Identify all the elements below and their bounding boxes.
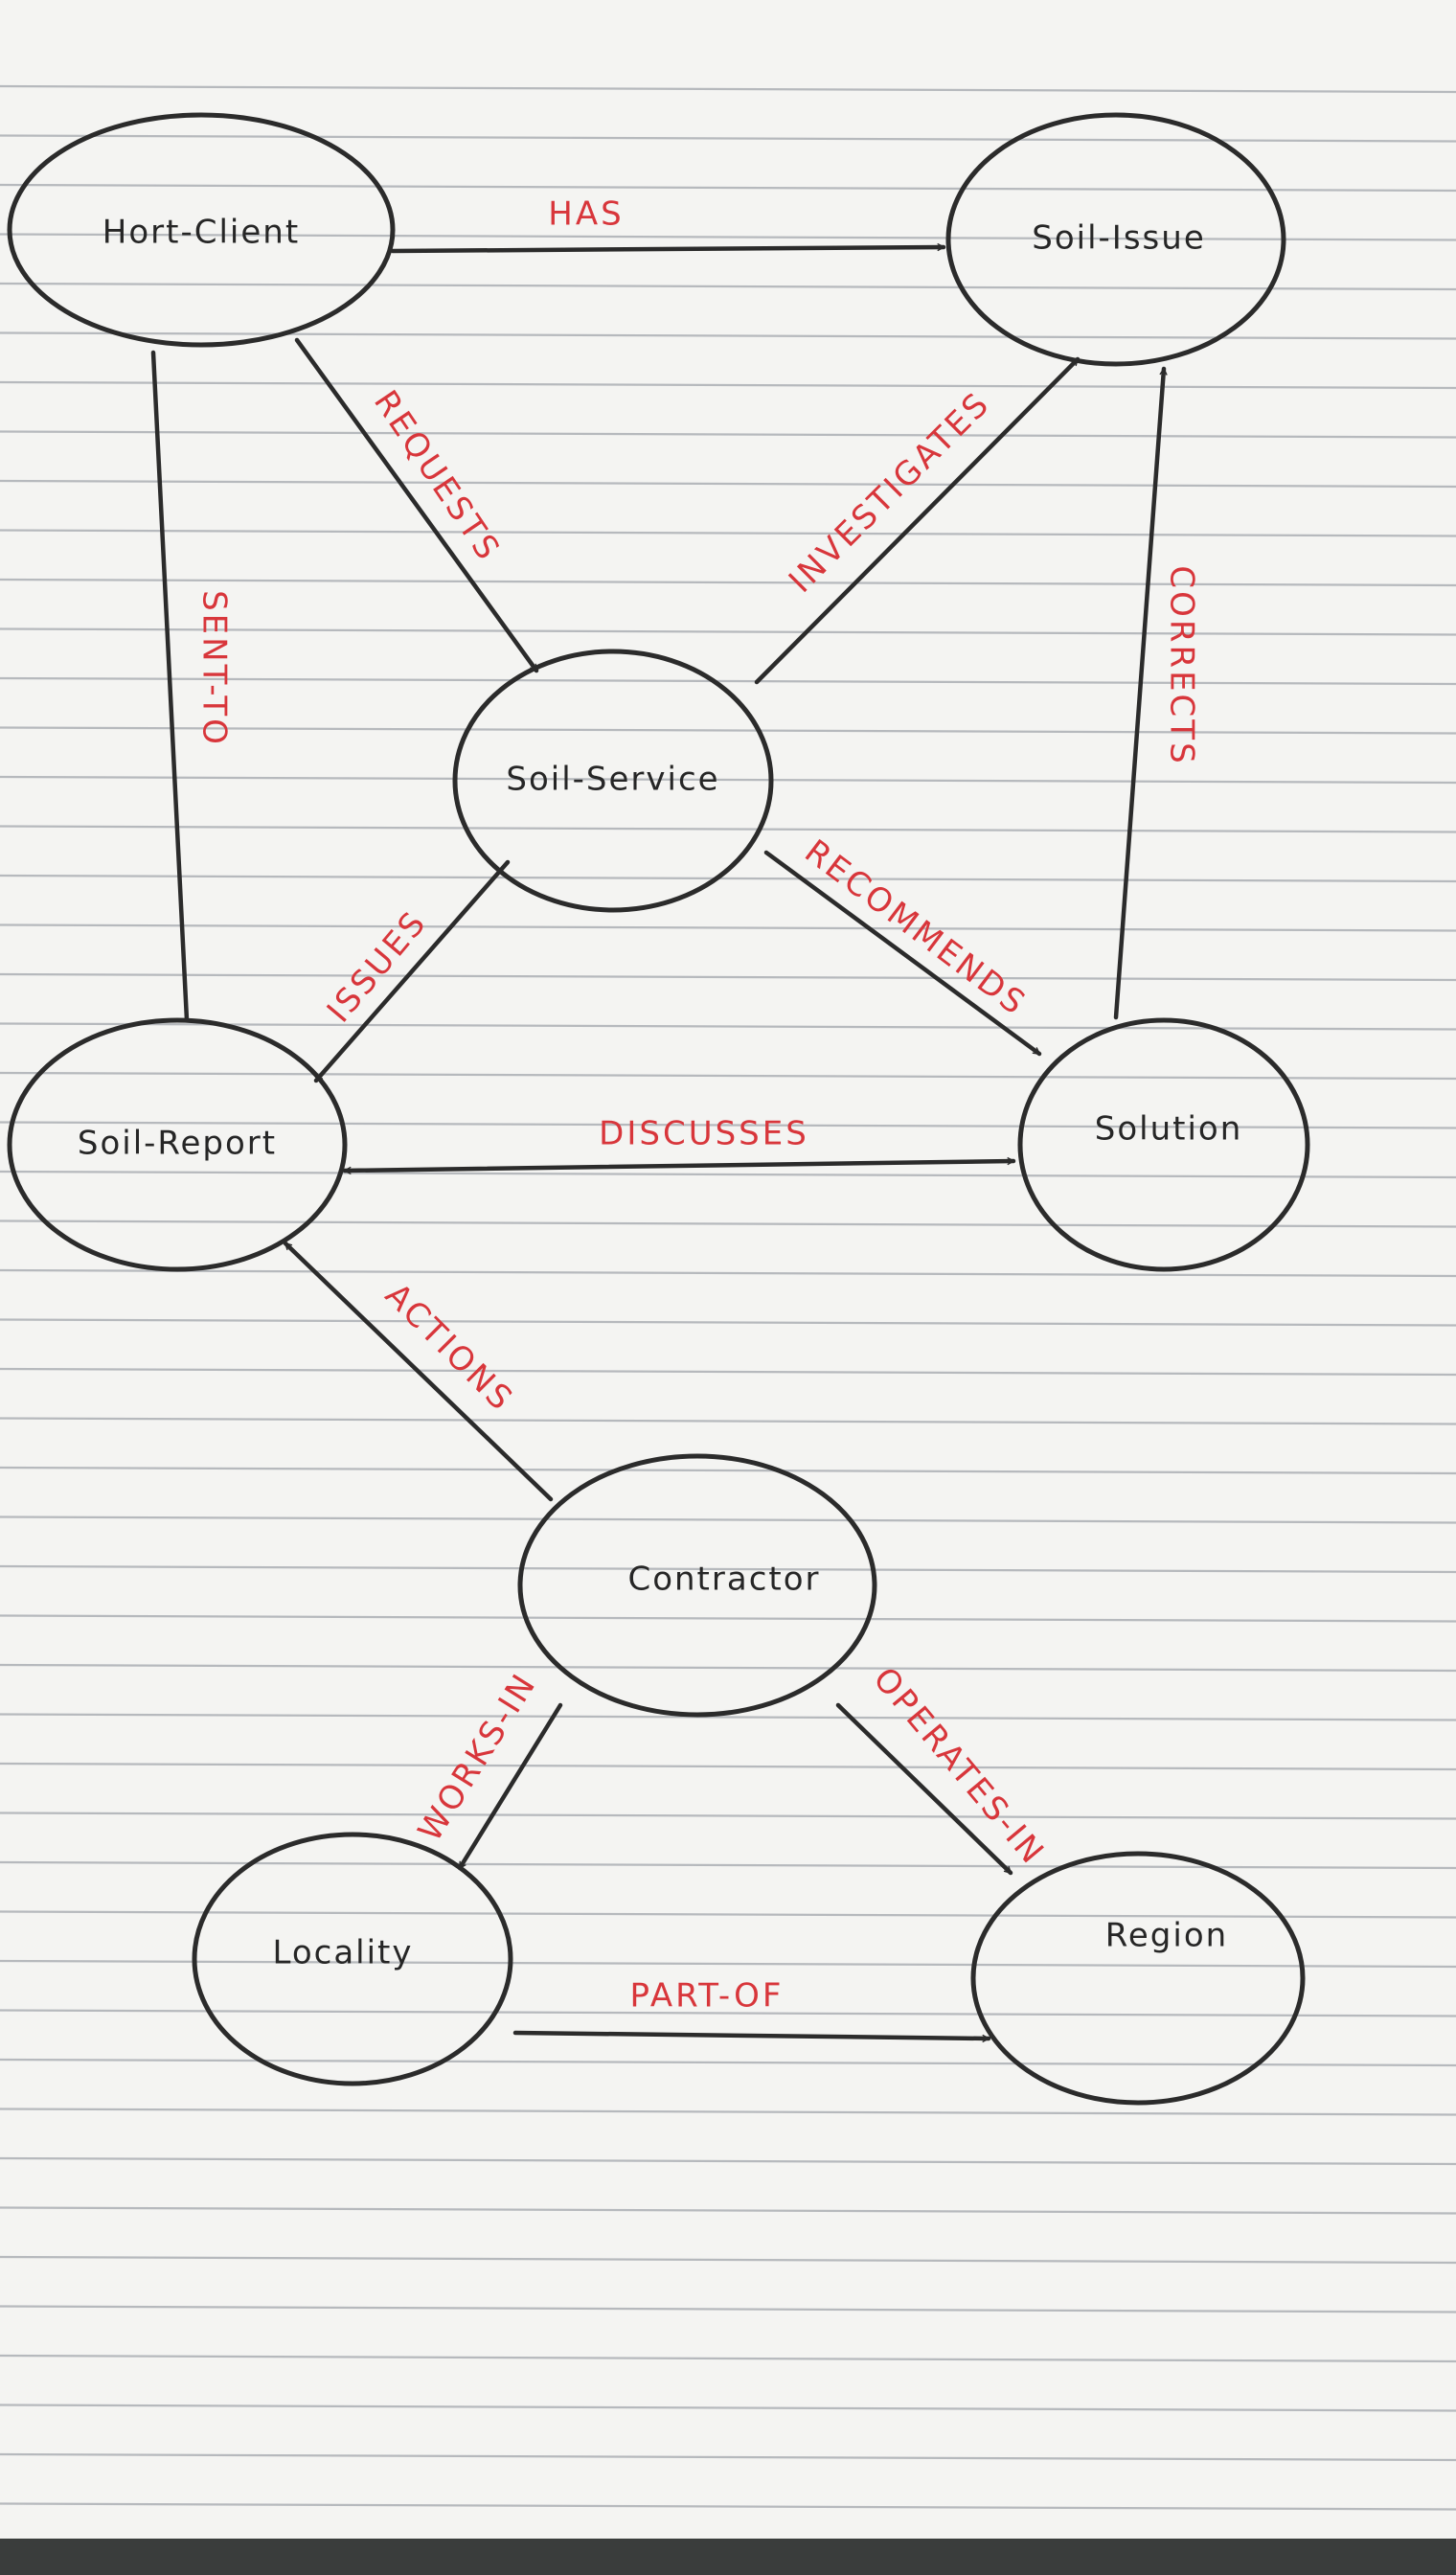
node-locality-circle bbox=[192, 1832, 513, 2086]
edge-has bbox=[390, 247, 946, 254]
rule-line bbox=[0, 479, 1456, 489]
edge-label-part-of: PART-OF bbox=[630, 1977, 785, 2016]
rule-line bbox=[0, 1515, 1456, 1524]
edge-works-in bbox=[457, 1702, 563, 1871]
rule-line bbox=[0, 1417, 1456, 1425]
node-labels: Hort-Client Soil-Issue Soil-Service Soil… bbox=[78, 214, 1243, 1972]
node-contractor-circle bbox=[517, 1453, 877, 1718]
rule-line bbox=[0, 430, 1456, 439]
rule-line bbox=[0, 1219, 1456, 1228]
node-solution: Solution bbox=[1095, 1110, 1243, 1149]
rule-line bbox=[0, 1466, 1456, 1475]
node-region: Region bbox=[1105, 1917, 1228, 1955]
edge-label-has: HAS bbox=[548, 195, 624, 234]
node-soil-report-circle bbox=[7, 1017, 348, 1272]
edge-actions bbox=[283, 1241, 554, 1502]
rule-line bbox=[0, 923, 1456, 932]
node-contractor: Contractor bbox=[627, 1561, 820, 1599]
desk-edge bbox=[0, 2539, 1456, 2575]
edge-part-of bbox=[512, 2030, 991, 2039]
edges bbox=[150, 247, 1164, 2039]
edge-investigates bbox=[754, 356, 1081, 685]
rule-line bbox=[0, 578, 1456, 587]
node-soil-report: Soil-Report bbox=[78, 1125, 277, 1163]
edge-sent-to bbox=[150, 350, 190, 1023]
rule-line bbox=[0, 627, 1456, 636]
edge-label-corrects: CORRECTS bbox=[1163, 565, 1201, 765]
node-solution-circle bbox=[1017, 1017, 1310, 1272]
rule-line bbox=[0, 1663, 1456, 1673]
ruled-lines bbox=[0, 84, 1456, 2511]
rule-line bbox=[0, 972, 1456, 982]
node-hort-client: Hort-Client bbox=[102, 214, 300, 252]
rule-line bbox=[0, 1071, 1456, 1081]
rule-line bbox=[0, 1318, 1456, 1327]
edge-issues bbox=[313, 859, 511, 1083]
node-soil-issue: Soil-Issue bbox=[1032, 219, 1205, 258]
node-soil-service: Soil-Service bbox=[506, 761, 719, 799]
rule-line bbox=[0, 1564, 1456, 1574]
edge-discusses bbox=[342, 1161, 1016, 1171]
rule-line bbox=[0, 84, 1456, 94]
rule-line bbox=[0, 529, 1456, 537]
rule-line bbox=[0, 825, 1456, 833]
rule-line bbox=[0, 1812, 1456, 1820]
rule-line bbox=[0, 2108, 1456, 2116]
rule-line bbox=[0, 2058, 1456, 2067]
nodes bbox=[7, 112, 1310, 2106]
edge-label-sent-to: SENT-TO bbox=[195, 590, 234, 747]
node-soil-issue-circle bbox=[945, 112, 1286, 367]
rule-line bbox=[0, 2156, 1456, 2166]
edge-label-discusses: DISCUSSES bbox=[599, 1115, 809, 1153]
rule-line bbox=[0, 1614, 1456, 1623]
rule-line bbox=[0, 1959, 1456, 1969]
rule-line bbox=[0, 2206, 1456, 2215]
rule-line bbox=[0, 2452, 1456, 2462]
rule-line bbox=[0, 183, 1456, 193]
rule-line bbox=[0, 1713, 1456, 1721]
rule-line bbox=[0, 1762, 1456, 1771]
node-region-circle bbox=[970, 1851, 1306, 2106]
rule-line bbox=[0, 331, 1456, 340]
edge-corrects bbox=[1113, 366, 1164, 1020]
rule-line bbox=[0, 874, 1456, 883]
rule-line bbox=[0, 1121, 1456, 1129]
node-locality: Locality bbox=[272, 1934, 413, 1972]
rule-line bbox=[0, 2354, 1456, 2363]
rule-line bbox=[0, 2009, 1456, 2017]
edge-requests bbox=[294, 337, 539, 673]
rule-line bbox=[0, 1367, 1456, 1377]
rule-line bbox=[0, 2404, 1456, 2412]
edge-recommends bbox=[763, 850, 1042, 1057]
rule-line bbox=[0, 2305, 1456, 2313]
rule-line bbox=[0, 2502, 1456, 2511]
rule-line bbox=[0, 1910, 1456, 1919]
node-hort-client-circle bbox=[7, 112, 396, 348]
rule-line bbox=[0, 2255, 1456, 2265]
rule-line bbox=[0, 233, 1456, 241]
rule-line bbox=[0, 775, 1456, 785]
edge-operates-in bbox=[835, 1702, 1013, 1876]
rule-line bbox=[0, 1268, 1456, 1278]
rule-line bbox=[0, 726, 1456, 735]
rule-line bbox=[0, 282, 1456, 291]
rule-line bbox=[0, 676, 1456, 686]
node-soil-service-circle bbox=[452, 649, 774, 913]
rule-line bbox=[0, 380, 1456, 390]
